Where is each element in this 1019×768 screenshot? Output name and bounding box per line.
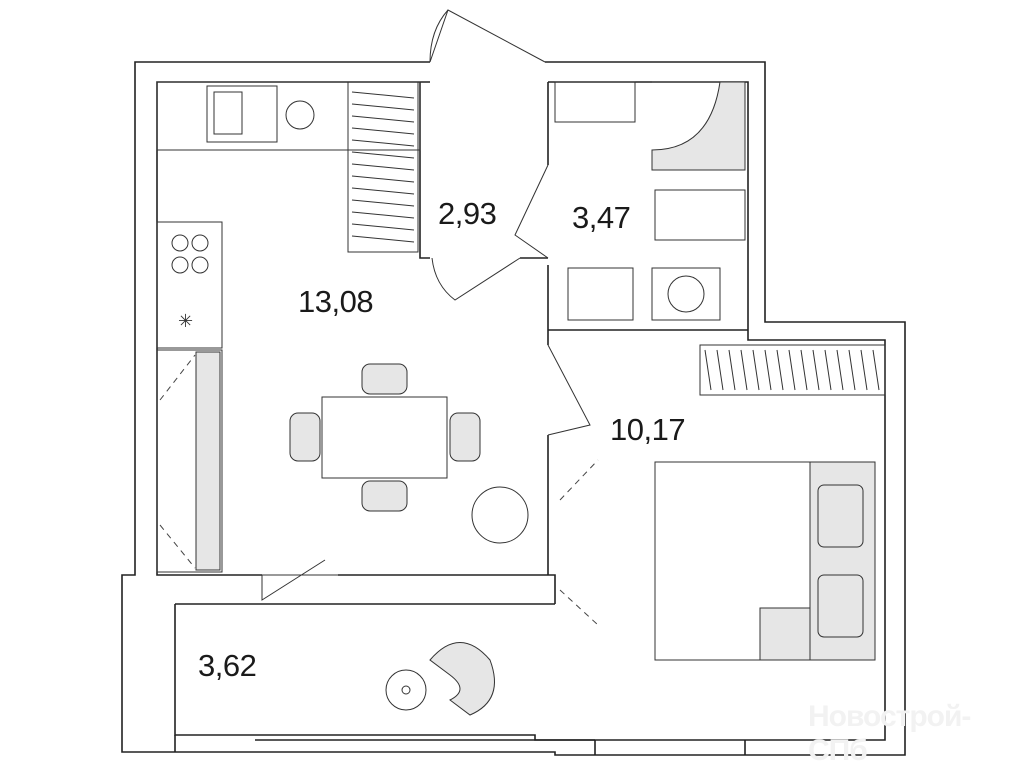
room-area-bathroom: 3,47 [572, 200, 631, 235]
hatch-line [836, 349, 844, 391]
room-area-hallway: 2,93 [438, 196, 497, 231]
hatch-line [752, 349, 760, 391]
hatch-wardrobe [351, 91, 880, 391]
hatch-line [351, 175, 415, 183]
hatch-line [776, 349, 784, 391]
doors [261, 9, 599, 626]
hatch-line [872, 349, 880, 391]
room-area-bedroom: 10,17 [610, 412, 686, 447]
hatch-line [728, 349, 736, 391]
hatch-line [351, 115, 415, 123]
snowflake-icon: ✳ [178, 311, 193, 331]
watermark: Новострой-СПб [808, 700, 971, 767]
hatch-line [351, 91, 415, 99]
bathroom-fixtures [554, 81, 746, 321]
balcony-furniture [385, 642, 495, 716]
hatch-line [860, 349, 868, 391]
hatch-line [351, 199, 415, 207]
hatch-line [351, 187, 415, 195]
hatch-line [351, 103, 415, 111]
hatch-line [351, 139, 415, 147]
kitchen-furniture: ✳ [156, 81, 421, 573]
hatch-line [740, 349, 748, 391]
room-area-balcony: 3,62 [198, 648, 257, 683]
hatch-line [351, 235, 415, 243]
hatch-line [716, 349, 724, 391]
hatch-line [764, 349, 772, 391]
room-area-kitchen-living: 13,08 [298, 284, 374, 319]
hatch-line [351, 163, 415, 171]
hatch-line [800, 349, 808, 391]
hatch-line [351, 151, 415, 159]
hatch-line [848, 349, 856, 391]
bedroom-furniture [654, 344, 886, 661]
hatch-line [824, 349, 832, 391]
hatch-line [351, 223, 415, 231]
hatch-line [704, 349, 712, 391]
dining [289, 363, 529, 544]
hatch-line [351, 211, 415, 219]
hatch-line [788, 349, 796, 391]
hatch-line [812, 349, 820, 391]
hatch-line [351, 127, 415, 135]
